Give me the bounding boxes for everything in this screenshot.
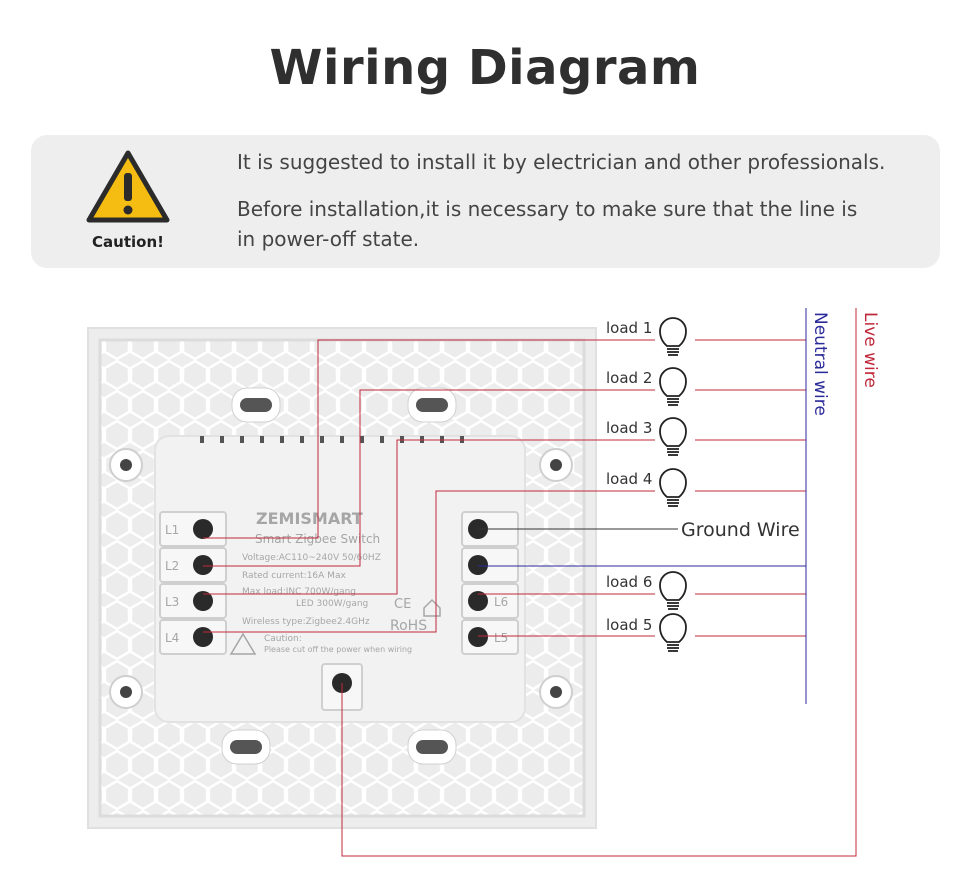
load-label-5: load 5 xyxy=(606,616,652,634)
home-icon xyxy=(423,598,441,617)
rohs-mark: RoHS xyxy=(390,618,427,634)
load-label-6: load 6 xyxy=(606,573,652,591)
product-name: Smart Zigbee Switch xyxy=(255,532,380,546)
page-title: Wiring Diagram xyxy=(269,40,701,96)
spec-wireless: Wireless type:Zigbee2.4GHz xyxy=(242,617,370,627)
terminal-label-l5: L5 xyxy=(494,631,508,645)
bulb-icon-load-6 xyxy=(659,571,687,610)
panel-caution-title: Caution: xyxy=(264,634,302,644)
bulb-icons xyxy=(659,317,687,652)
spec-led: LED 300W/gang xyxy=(296,599,368,609)
bulb-icon-load-2 xyxy=(659,367,687,406)
spec-current: Rated current:16A Max xyxy=(242,571,346,581)
bulb-icon-load-4 xyxy=(659,468,687,507)
load-label-3: load 3 xyxy=(606,419,652,437)
caution-panel: Caution! It is suggested to install it b… xyxy=(31,135,940,268)
bulb-icon-load-1 xyxy=(659,317,687,356)
ce-mark: CE xyxy=(394,597,411,612)
terminal-label-l2: L2 xyxy=(165,559,179,573)
ground-wire-label: Ground Wire xyxy=(681,519,800,541)
panel-caution-text: Please cut off the power when wiring xyxy=(264,645,412,654)
terminal-label-l4: L4 xyxy=(165,631,179,645)
neutral-wire-lines xyxy=(478,308,807,704)
terminal-label-l3: L3 xyxy=(165,595,179,609)
wiring-diagram: L1 L2 L3 L4 L6 L5 ZEMISMART Smart Zigbee… xyxy=(87,308,880,857)
load-label-4: load 4 xyxy=(606,470,652,488)
load-label-1: load 1 xyxy=(606,319,652,337)
neutral-wire-label: Neutral wire xyxy=(810,312,830,416)
caution-small-icon xyxy=(229,632,257,655)
caution-note-electrician: It is suggested to install it by electri… xyxy=(237,150,886,174)
warning-triangle-icon xyxy=(86,150,170,223)
live-wire-label: Live wire xyxy=(860,312,880,388)
live-wire-lines xyxy=(203,308,857,857)
bulb-icon-load-5 xyxy=(659,613,687,652)
terminal-label-l1: L1 xyxy=(165,523,179,537)
bulb-icon-load-3 xyxy=(659,417,687,456)
spec-voltage: Voltage:AC110~240V 50/60HZ xyxy=(242,553,381,563)
terminal-label-l6: L6 xyxy=(494,595,508,609)
caution-note-power-off: Before installation,it is necessary to m… xyxy=(237,197,858,251)
brand-logo-text: ZEMISMART xyxy=(256,509,363,528)
caution-label: Caution! xyxy=(92,233,164,251)
spec-max-load: Max load:INC 700W/gang xyxy=(242,587,356,597)
load-label-2: load 2 xyxy=(606,369,652,387)
panel-labels: L1 L2 L3 L4 L6 L5 ZEMISMART Smart Zigbee… xyxy=(165,509,508,655)
